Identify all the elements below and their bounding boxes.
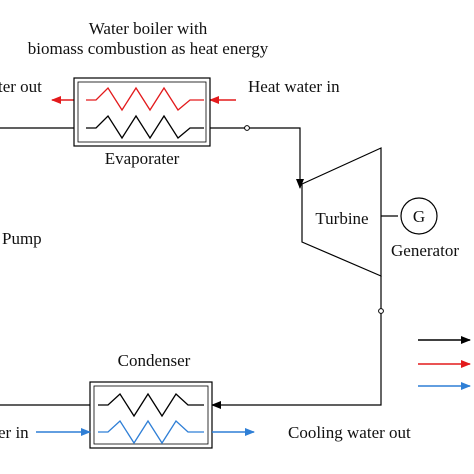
pump-label: Pump: [2, 229, 42, 248]
condenser-fluid-coil: [98, 392, 204, 418]
cooling-water-out-label: Cooling water out: [288, 423, 411, 442]
generator-symbol-letter: G: [413, 207, 425, 226]
heat-water-in-label: Heat water in: [248, 77, 340, 96]
fluid-line-evaporator-to-turbine: [210, 127, 304, 189]
generator-symbol: [400, 197, 438, 235]
heat-water-out-label: ter out: [0, 77, 42, 96]
condenser-box: [89, 381, 213, 449]
evaporator-fluid-coil: [86, 114, 204, 140]
state-point-1: [244, 125, 250, 131]
boiler-title-line2: biomass combustion as heat energy: [28, 39, 269, 58]
evaporator-label: Evaporater: [105, 149, 180, 168]
condenser-inner-box: [93, 385, 209, 445]
condenser-cooling-coil: [98, 419, 204, 445]
evaporator-box: [73, 77, 211, 147]
cooling-water-in-label: er in: [0, 423, 29, 442]
boiler-title-line1: Water boiler with: [89, 19, 208, 38]
legend: [418, 336, 471, 390]
turbine-label: Turbine: [315, 209, 368, 228]
condenser-label: Condenser: [118, 351, 191, 370]
state-point-2: [378, 308, 384, 314]
evaporator-inner-box: [77, 81, 207, 143]
fluid-line-turbine-to-condenser: [211, 276, 382, 409]
generator-label: Generator: [391, 241, 459, 260]
evaporator-hot-coil: [86, 86, 204, 112]
